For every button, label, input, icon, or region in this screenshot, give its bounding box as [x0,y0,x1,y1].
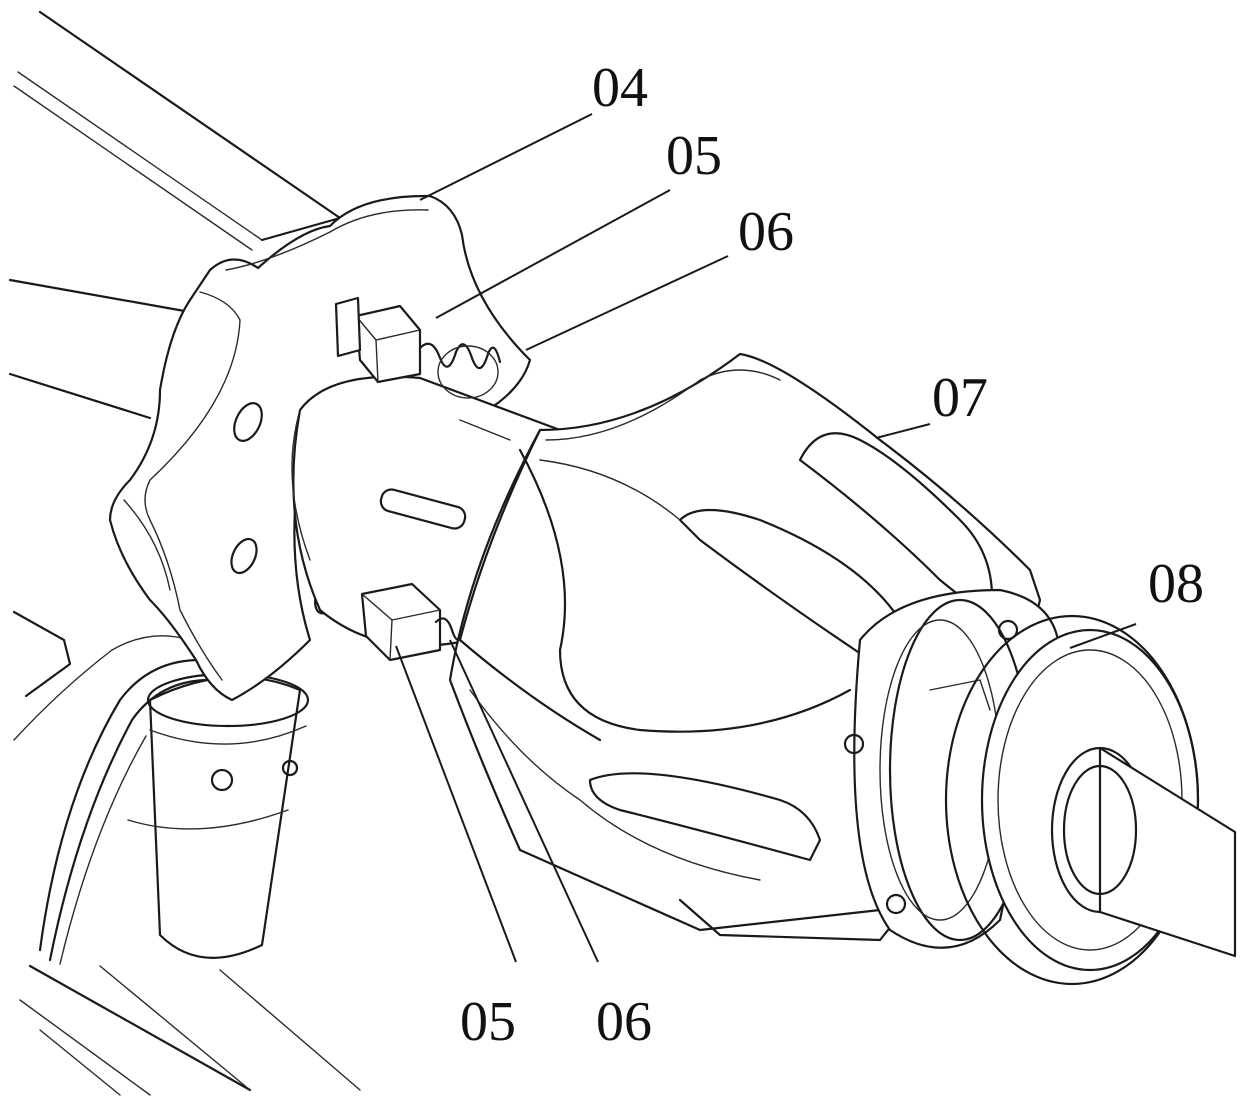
callout-07: 07 [932,367,988,429]
callout-06-bottom: 06 [596,991,652,1053]
callout-06-top: 06 [738,201,794,263]
callout-05-bottom: 05 [460,991,516,1053]
callout-04: 04 [592,57,648,119]
callout-08: 08 [1148,553,1204,615]
lower-hub [128,674,308,958]
callout-05-top: 05 [666,125,722,187]
